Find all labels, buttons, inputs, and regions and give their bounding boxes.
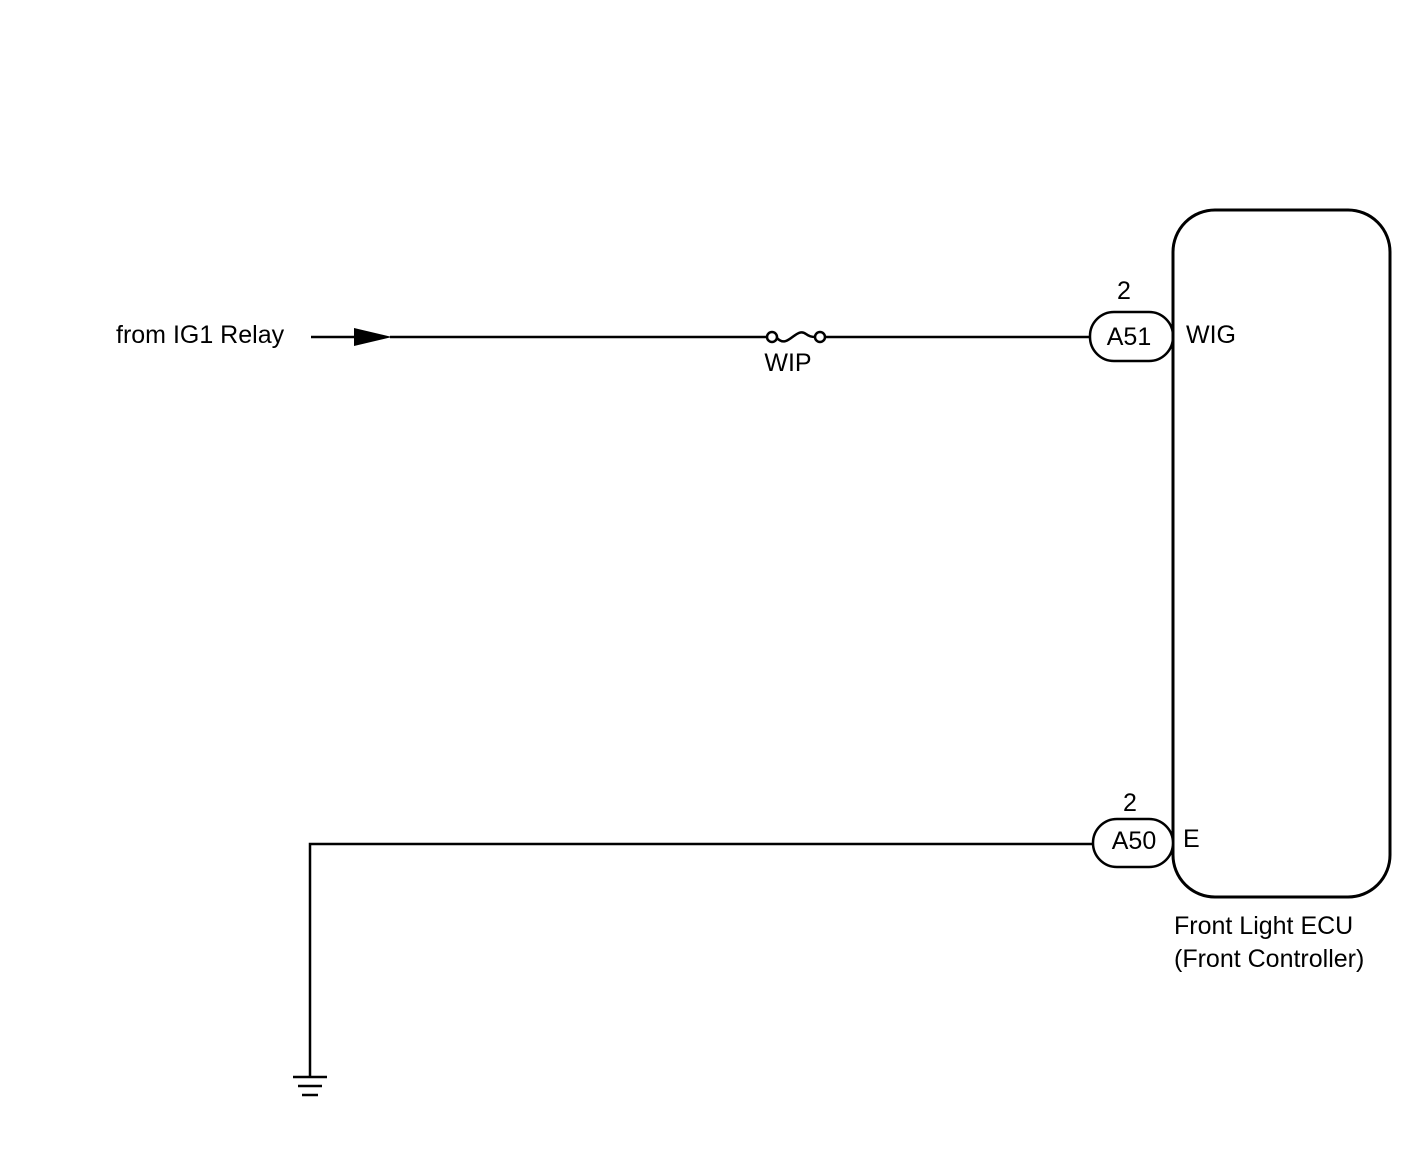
fuse-label: WIP <box>764 349 811 377</box>
source-label: from IG1 Relay <box>116 321 285 349</box>
source-arrow-icon <box>354 328 392 346</box>
connector-a51: A51 <box>1088 310 1175 363</box>
connector-a50: A50 <box>1091 817 1175 869</box>
connector-id: A51 <box>1107 323 1151 351</box>
pin-number: 2 <box>1117 277 1131 305</box>
terminal-label-e: E <box>1183 825 1200 853</box>
connector-id: A50 <box>1112 827 1156 855</box>
ground-wire <box>308 842 1093 1077</box>
terminal-label-wig: WIG <box>1186 321 1236 349</box>
ecu-subtitle: (Front Controller) <box>1174 945 1364 973</box>
pin-number: 2 <box>1123 789 1137 817</box>
fuse-icon <box>765 330 827 344</box>
ground-icon <box>293 1075 327 1097</box>
ecu-name: Front Light ECU <box>1174 912 1353 940</box>
ecu-box <box>1171 208 1392 899</box>
